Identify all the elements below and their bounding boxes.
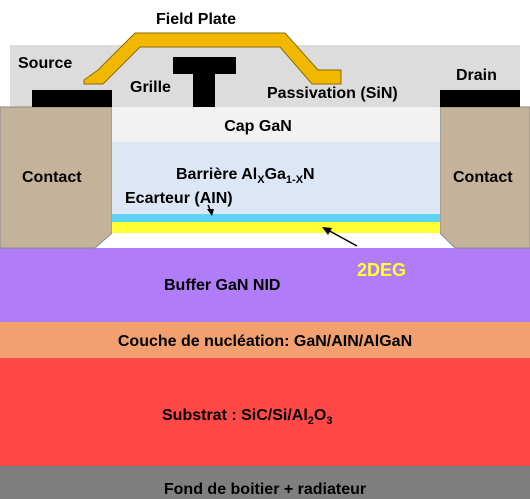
cap-label: Cap GaN [224,118,292,135]
grille-label: Grille [130,79,171,96]
substrate-layer [0,358,530,466]
twodeg-arrow [325,228,358,247]
field-plate [83,32,342,85]
buffer-label: Buffer GaN NID [164,277,280,294]
buffer-layer [0,248,530,322]
contact-left-label: Contact [22,169,82,186]
contact-right-label: Contact [453,169,513,186]
drain-label: Drain [456,67,497,84]
package-layer [0,466,530,499]
field-plate-label: Field Plate [156,11,236,28]
substrate-label: Substrat : SiC/Si/Al2O3 [162,407,333,427]
source-electrode [32,90,112,107]
cap-layer [112,107,440,142]
passivation-label: Passivation (SiN) [267,85,398,102]
barrier-label: Barrière AlXGa1-XN [176,166,315,186]
spacer-arrowhead [207,209,214,216]
package-label: Fond de boitier + radiateur [164,481,366,498]
twodeg-label: 2DEG [357,260,406,280]
spacer-layer [112,214,440,222]
source-label: Source [18,55,72,72]
gate-electrode [173,57,236,107]
drain-electrode [440,90,520,107]
barrier-layer [112,142,440,214]
twodeg-arrowhead [322,227,332,235]
nucleation-label: Couche de nucléation: GaN/AIN/AlGaN [118,333,412,350]
spacer-label: Ecarteur (AIN) [125,190,233,207]
channel-layer [112,222,440,233]
nucleation-layer [0,322,530,358]
